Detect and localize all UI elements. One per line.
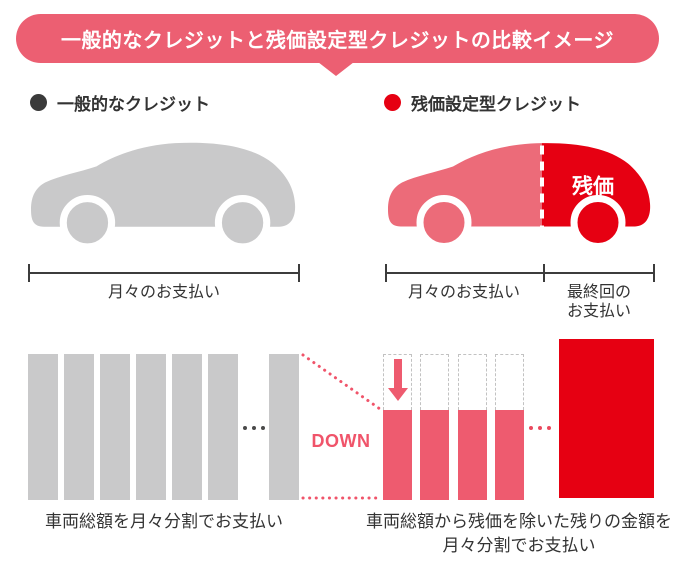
legend-general-label: 一般的なクレジット <box>57 95 210 114</box>
reduced-payment-bar <box>383 410 412 500</box>
payment-bar <box>208 354 238 500</box>
residual-car-label: 残価 <box>572 175 614 199</box>
residual-bar-group <box>457 354 487 500</box>
final-payment-bar <box>559 339 654 498</box>
residual-payment-bracket <box>385 264 655 282</box>
residual-car-icon: 残価 <box>388 143 651 250</box>
title-banner: 一般的なクレジットと残価設定型クレジットの比較イメージ <box>16 14 659 63</box>
original-amount-ghost-box <box>383 354 412 410</box>
payment-bar <box>172 354 202 500</box>
down-dotted-connector <box>301 353 382 500</box>
reduced-payment-bar <box>457 410 487 500</box>
residual-ellipsis-dots <box>529 426 551 430</box>
original-amount-ghost-box <box>457 354 487 410</box>
banner-pointer-triangle <box>318 62 354 76</box>
legend-residual: 残価設定型クレジット <box>384 90 581 115</box>
general-ellipsis-dots <box>243 426 265 430</box>
residual-monthly-label: 月々のお支払い <box>407 284 520 301</box>
legend-general: 一般的なクレジット <box>30 90 210 115</box>
payment-bar <box>136 354 166 500</box>
reduced-payment-bar <box>494 410 524 500</box>
black-dot-icon <box>30 94 47 111</box>
residual-final-label: 最終回の お支払い <box>566 284 631 320</box>
residual-bar-group <box>383 354 412 500</box>
residual-bar-group <box>494 354 524 500</box>
down-label: DOWN <box>311 431 371 451</box>
general-car-icon <box>31 142 296 250</box>
residual-bar-group <box>420 354 450 500</box>
down-arrow-icon <box>387 359 408 401</box>
legend-residual-label: 残価設定型クレジット <box>411 95 581 114</box>
general-bracket-label: 月々のお支払い <box>107 284 220 301</box>
original-amount-ghost-box <box>494 354 524 410</box>
page-title: 一般的なクレジットと残価設定型クレジットの比較イメージ <box>60 30 615 52</box>
general-payment-bracket <box>28 264 300 282</box>
reduced-payment-bar <box>420 410 450 500</box>
residual-caption: 車両総額から残価を除いた残りの金額を 月々分割でお支払い <box>366 512 672 555</box>
original-amount-ghost-box <box>420 354 450 410</box>
payment-bar <box>28 354 58 500</box>
payment-bar <box>64 354 94 500</box>
general-bars <box>28 354 238 500</box>
payment-bar <box>100 354 130 500</box>
general-caption: 車両総額を月々分割でお支払い <box>45 512 283 531</box>
red-dot-icon <box>384 94 401 111</box>
residual-bars <box>383 354 524 500</box>
general-last-bar <box>269 354 299 500</box>
